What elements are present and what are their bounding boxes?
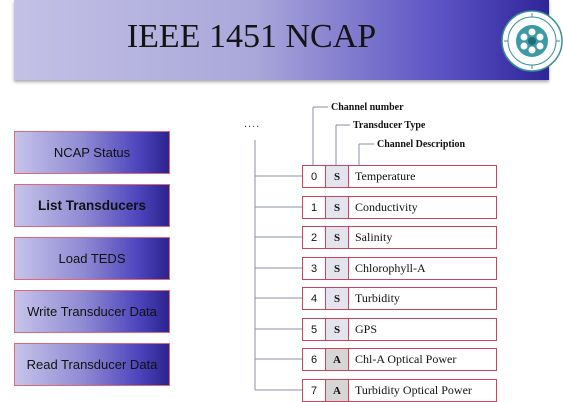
title-banner: IEEE 1451 NCAP bbox=[14, 0, 563, 80]
header-channel-number: Channel number bbox=[331, 102, 404, 113]
transducer-type: S bbox=[326, 166, 349, 187]
channel-description: Salinity bbox=[355, 230, 393, 244]
channel-description: Chlorophyll-A bbox=[355, 261, 426, 275]
channel-description: Turbidity bbox=[355, 291, 400, 305]
transducer-type: S bbox=[326, 319, 349, 340]
channel-description: Chl-A Optical Power bbox=[355, 352, 457, 366]
transducer-type: S bbox=[326, 258, 349, 279]
menu-button-read-transducer-data[interactable]: Read Transducer Data bbox=[14, 343, 170, 386]
transducer-type: S bbox=[326, 227, 349, 248]
menu-button-load-teds[interactable]: Load TEDS bbox=[14, 237, 170, 280]
channel-number: 6 bbox=[303, 349, 326, 370]
channel-description: Turbidity Optical Power bbox=[355, 383, 472, 397]
channel-number: 7 bbox=[303, 380, 326, 401]
ellipsis-text: .... bbox=[244, 118, 261, 130]
university-seal-icon bbox=[501, 10, 563, 72]
transducer-type: S bbox=[326, 197, 349, 218]
channel-description: Temperature bbox=[355, 169, 416, 183]
channel-number: 3 bbox=[303, 258, 326, 279]
menu-button-ncap-status[interactable]: NCAP Status bbox=[14, 131, 170, 174]
transducer-type: A bbox=[326, 380, 349, 401]
transducer-type: A bbox=[326, 349, 349, 370]
channel-number: 5 bbox=[303, 319, 326, 340]
channel-number: 2 bbox=[303, 227, 326, 248]
header-channel-description: Channel Description bbox=[377, 139, 466, 150]
menu-button-list-transducers[interactable]: List Transducers bbox=[14, 184, 170, 227]
channel-description: Conductivity bbox=[355, 200, 418, 214]
channel-description: GPS bbox=[355, 322, 378, 336]
transducer-type: S bbox=[326, 288, 349, 309]
channel-number: 4 bbox=[303, 288, 326, 309]
channel-number: 0 bbox=[303, 166, 326, 187]
menu-button-write-transducer-data[interactable]: Write Transducer Data bbox=[14, 290, 170, 333]
page-title: IEEE 1451 NCAP bbox=[126, 18, 377, 55]
header-transducer-type: Transducer Type bbox=[353, 120, 426, 131]
channel-number: 1 bbox=[303, 197, 326, 218]
